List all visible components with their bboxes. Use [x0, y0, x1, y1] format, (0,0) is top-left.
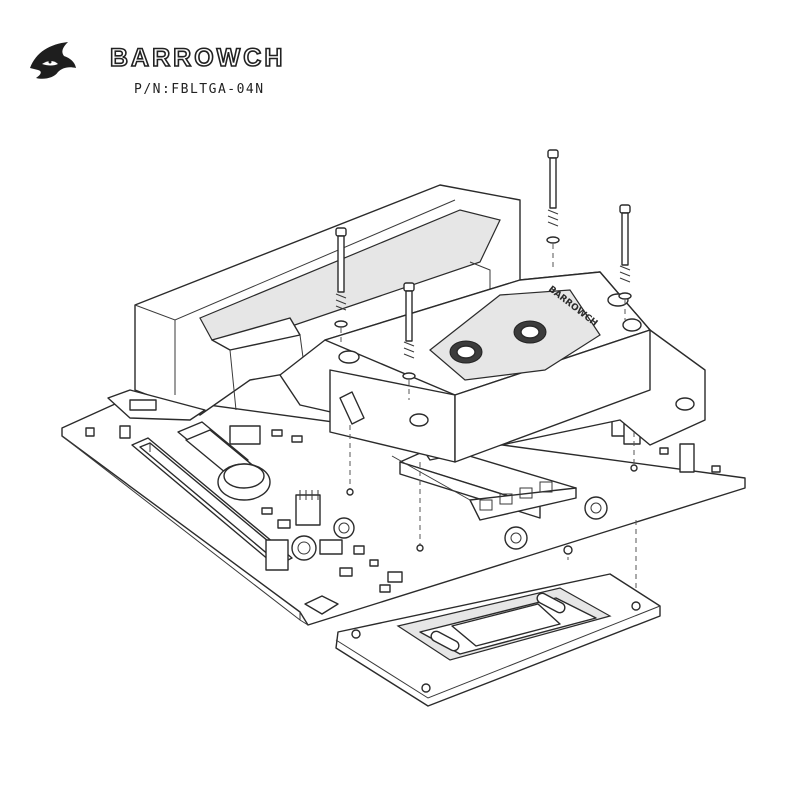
shark-logo-icon [30, 42, 76, 79]
brand-name: BARROWCH [109, 43, 286, 73]
board-components [85, 399, 721, 615]
mounting-screw [334, 227, 348, 328]
header: BARROWCH P/N:FBLTGA-04N [28, 34, 328, 104]
mounting-screw [546, 149, 560, 244]
board-holes [346, 464, 638, 554]
mounting-screw [402, 282, 416, 380]
backplate [335, 545, 661, 707]
cpu-water-block [279, 271, 706, 463]
part-number: P/N:FBLTGA-04N [134, 82, 265, 97]
pcie-slot [131, 437, 293, 571]
mounting-screw [618, 204, 632, 300]
cpu-socket [391, 445, 577, 521]
vrm-heatsink-shroud [107, 184, 521, 421]
